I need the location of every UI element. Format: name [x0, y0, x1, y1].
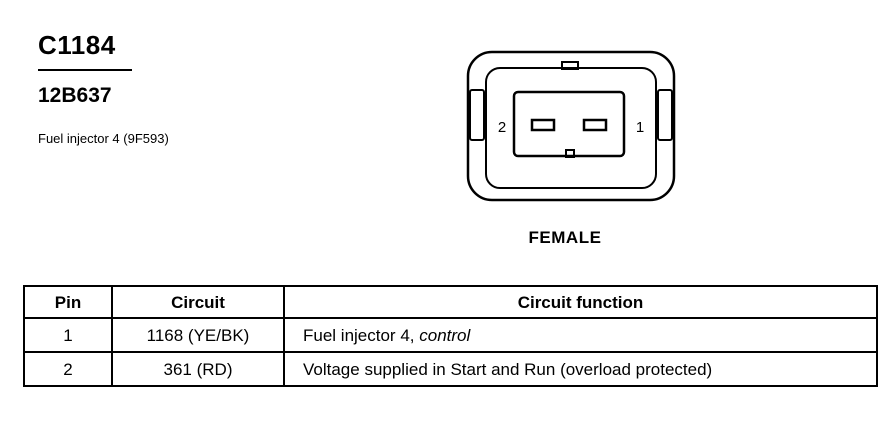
cavity-notch: [565, 149, 575, 158]
connector-id-underline: [38, 69, 132, 71]
header-pin: Pin: [23, 285, 113, 319]
connector-gender-label: FEMALE: [528, 228, 602, 247]
cell-circuit-function: Voltage supplied in Start and Run (overl…: [283, 351, 878, 387]
cell-pin: 2: [23, 351, 113, 387]
function-text: Voltage supplied in Start and Run (overl…: [303, 359, 713, 379]
connector-description: Fuel injector 4 (9F593): [38, 131, 169, 146]
cell-circuit: 361 (RD): [111, 351, 285, 387]
pin-label-right: 1: [636, 119, 644, 136]
connector-side-key-left: [469, 89, 485, 141]
cell-circuit: 1168 (YE/BK): [111, 317, 285, 353]
function-text: Fuel injector 4,: [303, 325, 420, 345]
terminal-pin-1: [582, 118, 608, 132]
header-circuit: Circuit: [111, 285, 285, 319]
part-number: 12B637: [38, 84, 112, 107]
terminal-pin-2: [530, 118, 556, 132]
table-header-row: Pin Circuit Circuit function: [23, 285, 878, 319]
table-row: 1 1168 (YE/BK) Fuel injector 4, control: [23, 317, 878, 353]
cell-pin: 1: [23, 317, 113, 353]
connector-outer-housing: [466, 50, 676, 202]
pin-label-left: 2: [498, 119, 506, 136]
terminal-cavity-block: [512, 90, 626, 158]
header-circuit-function: Circuit function: [283, 285, 878, 319]
connector-face-diagram: 2 1: [466, 50, 676, 202]
table-row: 2 361 (RD) Voltage supplied in Start and…: [23, 351, 878, 387]
function-text-italic: control: [419, 325, 471, 345]
cell-circuit-function: Fuel injector 4, control: [283, 317, 878, 353]
connector-id: C1184: [38, 30, 116, 60]
connector-inner-housing: [485, 67, 657, 189]
connector-side-key-right: [657, 89, 673, 141]
pinout-table: Pin Circuit Circuit function 1 1168 (YE/…: [23, 285, 878, 387]
